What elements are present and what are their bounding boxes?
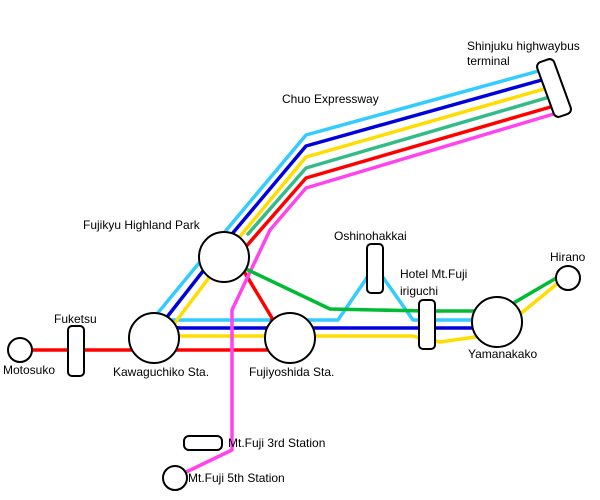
station-node-kawaguchiko[interactable]	[128, 312, 180, 364]
label-kawaguchiko-sta: Kawaguchiko Sta.	[113, 365, 210, 379]
label-chuo-expressway: Chuo Expressway	[282, 92, 379, 106]
station-node-fujikyu[interactable]	[198, 231, 250, 283]
station-node-hotel-mt-fuji[interactable]	[418, 299, 436, 350]
station-node-yamanakako[interactable]	[471, 296, 523, 348]
label-yamanakako: Yamanakako	[468, 347, 538, 361]
label-motosuko: Motosuko	[3, 363, 56, 377]
label-hotel-line1: Hotel Mt.Fuji	[400, 267, 468, 281]
label-shinjuku-line1: Shinjuku highwaybus	[467, 39, 580, 53]
label-fujiyoshida-sta: Fujiyoshida Sta.	[249, 365, 335, 379]
label-mt-fuji-3rd-station: Mt.Fuji 3rd Station	[228, 436, 326, 450]
station-node-fujiyoshida[interactable]	[264, 312, 316, 364]
station-node-mt-fuji-3rd[interactable]	[183, 435, 223, 451]
label-hotel-line2: iriguchi	[400, 284, 439, 298]
route-line-magenta	[178, 111, 559, 477]
label-hirano: Hirano	[550, 250, 586, 264]
station-node-fuketsu[interactable]	[67, 325, 85, 377]
station-node-mt-fuji-5th[interactable]	[162, 465, 188, 491]
station-node-motosuko[interactable]	[7, 337, 33, 363]
route-line-cyan	[150, 67, 548, 322]
route-line-teal	[246, 94, 555, 236]
label-fujikyu-highland-park: Fujikyu Highland Park	[83, 218, 200, 232]
route-line-yellow	[166, 85, 560, 344]
station-node-hirano[interactable]	[555, 265, 581, 291]
label-fuketsu: Fuketsu	[54, 312, 97, 326]
label-mt-fuji-5th-station: Mt.Fuji 5th Station	[188, 471, 285, 485]
label-oshinohakkai: Oshinohakkai	[334, 229, 407, 243]
station-node-shinjuku[interactable]	[536, 58, 573, 119]
station-node-oshinohakkai[interactable]	[366, 243, 384, 294]
label-shinjuku-line2: terminal	[467, 54, 510, 68]
